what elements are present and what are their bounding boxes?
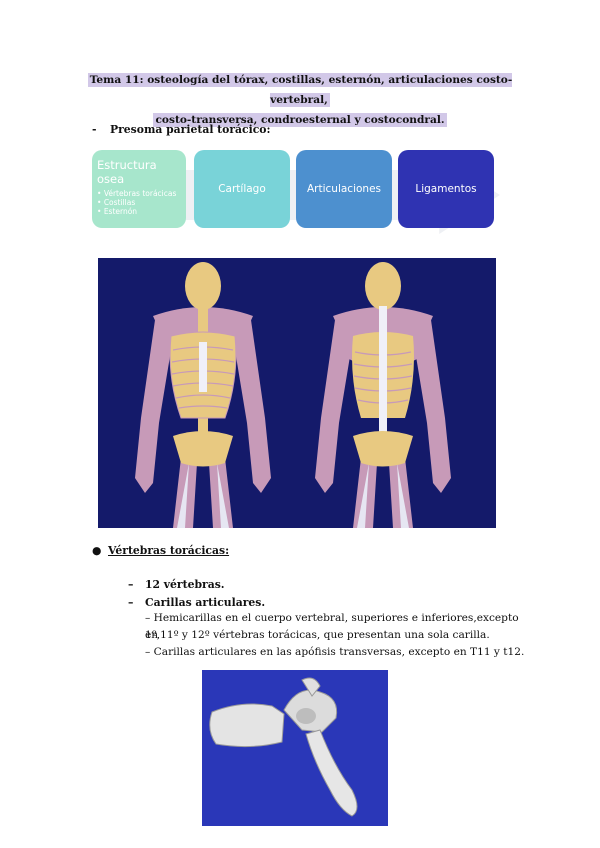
section-heading-text: Presoma parietal torácico: [110, 123, 271, 136]
dash-marker: – [128, 578, 134, 591]
flow-box-ligamentos: Ligamentos [398, 150, 494, 228]
skeleton-illustration [98, 258, 496, 528]
list-item: –Carillas articulares. [128, 596, 265, 609]
flow-box-articulaciones: Articulaciones [296, 150, 392, 228]
vertebra-illustration [209, 677, 358, 817]
section-heading-presoma: -Presoma parietal torácico: [92, 123, 271, 136]
list-item-text: Carillas articulares. [145, 596, 266, 609]
flow-box-cartilago: Cartílago [194, 150, 290, 228]
flow-box-title: Estructura osea [97, 158, 157, 186]
document-title: Tema 11: osteología del tórax, costillas… [80, 70, 520, 130]
flow-list-item: Costillas [97, 198, 181, 207]
vertebra-photo [202, 670, 388, 826]
title-line-2: costo-transversa, condroesternal y costo… [153, 113, 447, 127]
sub-list-line: – Carillas articulares en las apófisis t… [145, 646, 525, 658]
sub-list-line: 1º,11º y 12º vértebras torácicas, que pr… [145, 629, 490, 641]
title-line-1: Tema 11: osteología del tórax, costillas… [87, 73, 513, 107]
flow-box-estructura-osea: Estructura osea Vértebras torácicas Cost… [92, 150, 186, 228]
sub-list-line: – Hemicarillas en el cuerpo vertebral, s… [145, 612, 519, 641]
process-diagram: Estructura osea Vértebras torácicas Cost… [92, 142, 510, 242]
dash-marker: - [92, 123, 97, 136]
bullet-marker: ● [92, 544, 102, 557]
flow-box-list: Vértebras torácicas Costillas Esternón [97, 189, 181, 216]
section-heading-vertebras: ● Vértebras torácicas: [92, 544, 229, 557]
list-item-text: 12 vértebras. [145, 578, 225, 591]
skeleton-figures [135, 262, 451, 528]
section-heading-text: Vértebras torácicas: [108, 544, 230, 557]
back-skeleton [315, 262, 451, 528]
list-item: –12 vértebras. [128, 578, 225, 591]
dash-marker: – [128, 596, 134, 609]
flow-list-item: Esternón [97, 207, 181, 216]
front-skeleton [135, 262, 271, 528]
flow-list-item: Vértebras torácicas [97, 189, 181, 198]
